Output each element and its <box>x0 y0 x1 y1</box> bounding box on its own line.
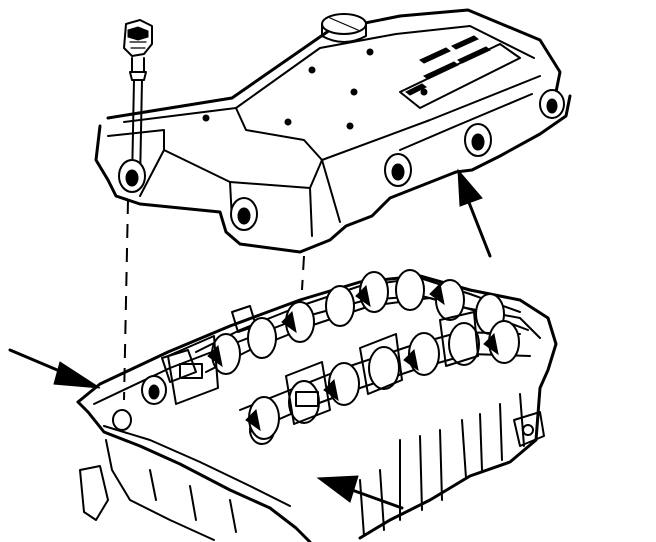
arrow-cover-gasket <box>457 168 492 258</box>
cover-bolt-bosses <box>118 89 565 231</box>
cover-emblem <box>399 35 521 109</box>
valve-cover-bolt <box>123 19 153 183</box>
camshaft-cover <box>94 8 572 254</box>
camshafts <box>167 269 531 440</box>
camshaft-rear <box>195 269 529 375</box>
bearing-caps <box>167 311 479 425</box>
alignment-lines <box>123 199 305 401</box>
arrow-head-left <box>8 348 101 389</box>
oil-filler-cap <box>321 13 367 43</box>
cover-fasteners <box>202 48 428 130</box>
